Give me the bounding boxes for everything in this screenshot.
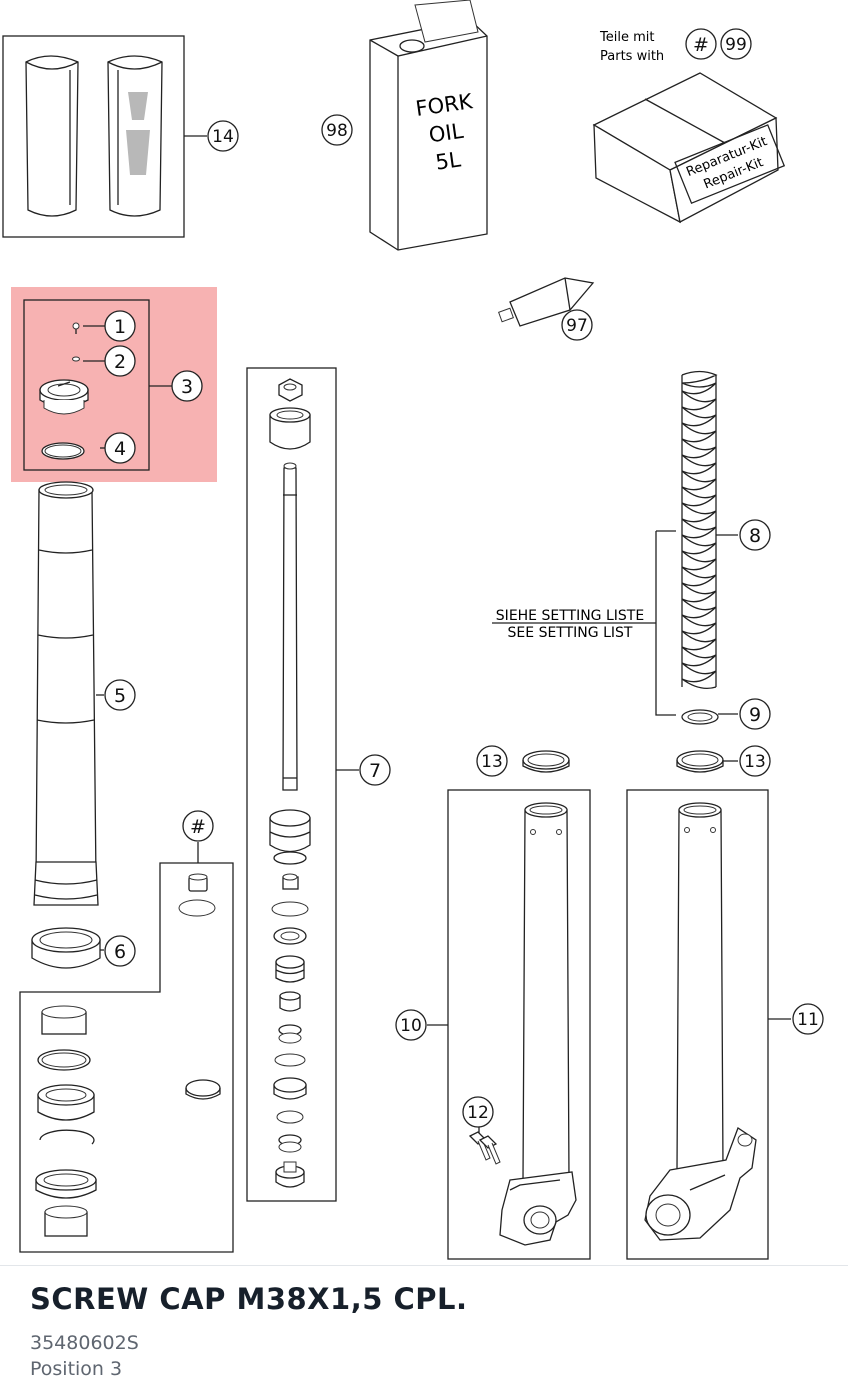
callout-hash-group[interactable]: # [182,810,214,842]
setting-note-de: SIEHE SETTING LISTE [496,608,644,624]
part-1-screw[interactable] [72,322,80,334]
callout-12[interactable]: 12 [462,1096,494,1128]
part-6-ring-nut[interactable] [31,927,104,969]
svg-text:1: 1 [114,316,126,338]
exploded-parts-diagram: FORK OIL 5L Reparatur-Kit Repair-Kit Tei… [2,0,824,1260]
svg-text:98: 98 [326,121,348,141]
callout-13-right[interactable]: 13 [739,745,771,777]
callout-7[interactable]: 7 [359,754,391,786]
part-title: SCREW CAP M38X1,5 CPL. [30,1282,468,1316]
part-4-o-ring[interactable] [41,442,85,460]
callout-9[interactable]: 9 [739,698,771,730]
part-info-panel: SCREW CAP M38X1,5 CPL. 35480602S Positio… [0,1265,848,1391]
svg-text:3: 3 [181,376,193,398]
part-3-screw-cap-assembly[interactable] [23,299,172,471]
svg-text:2: 2 [114,351,126,373]
callout-14[interactable]: 14 [207,120,239,152]
fork-oil-label-line2: OIL [427,119,465,148]
part-10-inner-tube-left[interactable] [427,789,591,1260]
callout-6[interactable]: 6 [104,935,136,967]
callout-13-left[interactable]: 13 [476,745,508,777]
fork-oil-label-line3: 5L [434,147,462,174]
part-14-fork-guard-sleeves[interactable] [2,35,207,238]
part-13-seal-ring-right[interactable] [676,750,738,773]
part-3-screw-cap[interactable] [39,379,89,415]
callout-2[interactable]: 2 [104,345,136,377]
svg-text:12: 12 [467,1103,489,1123]
part-12-screws[interactable] [468,1127,501,1165]
svg-text:14: 14 [212,127,234,147]
svg-text:13: 13 [744,752,766,772]
parts-with-label-en: Parts with [600,49,664,64]
part-97-grease-tube[interactable] [498,277,595,327]
parts-with-label-de: Teile mit [599,30,654,45]
svg-text:99: 99 [725,35,747,55]
setting-note-en: SEE SETTING LIST [508,625,633,641]
callout-98[interactable]: 98 [321,114,353,146]
part-98-fork-oil-can[interactable]: FORK OIL 5L [369,0,488,251]
part-2-o-ring-small[interactable] [72,356,80,362]
svg-text:9: 9 [749,704,761,726]
svg-text:#: # [693,34,709,56]
part-position: Position 3 [30,1358,123,1380]
part-9-spring-seat[interactable] [681,709,738,725]
part-13-seal-ring-left[interactable] [522,750,570,773]
svg-text:#: # [190,816,206,838]
part-7-damper-cartridge[interactable] [246,367,359,1202]
callout-3[interactable]: 3 [171,370,203,402]
callout-11[interactable]: 11 [792,1003,824,1035]
callout-10[interactable]: 10 [395,1009,427,1041]
svg-text:97: 97 [566,316,588,336]
part-11-inner-tube-right[interactable] [626,789,791,1260]
callout-8[interactable]: 8 [739,519,771,551]
svg-text:13: 13 [481,752,503,772]
svg-text:10: 10 [400,1016,422,1036]
part-99-repair-kit-box[interactable]: Reparatur-Kit Repair-Kit [592,72,786,224]
callout-hash-kit[interactable]: # [685,28,717,60]
callout-99[interactable]: 99 [720,28,752,60]
svg-text:5: 5 [114,685,126,707]
svg-text:6: 6 [114,941,126,963]
part-8-fork-spring[interactable] [655,370,738,716]
part-number: 35480602S [30,1332,139,1354]
svg-text:11: 11 [797,1010,819,1030]
svg-text:4: 4 [114,438,126,460]
hash-marked-parts-group[interactable] [19,842,234,1253]
svg-text:8: 8 [749,525,761,547]
svg-text:7: 7 [369,760,381,782]
callout-1[interactable]: 1 [104,310,136,342]
part-5-outer-tube[interactable] [33,481,104,906]
callout-4[interactable]: 4 [104,432,136,464]
callout-5[interactable]: 5 [104,679,136,711]
callout-97[interactable]: 97 [561,309,593,341]
